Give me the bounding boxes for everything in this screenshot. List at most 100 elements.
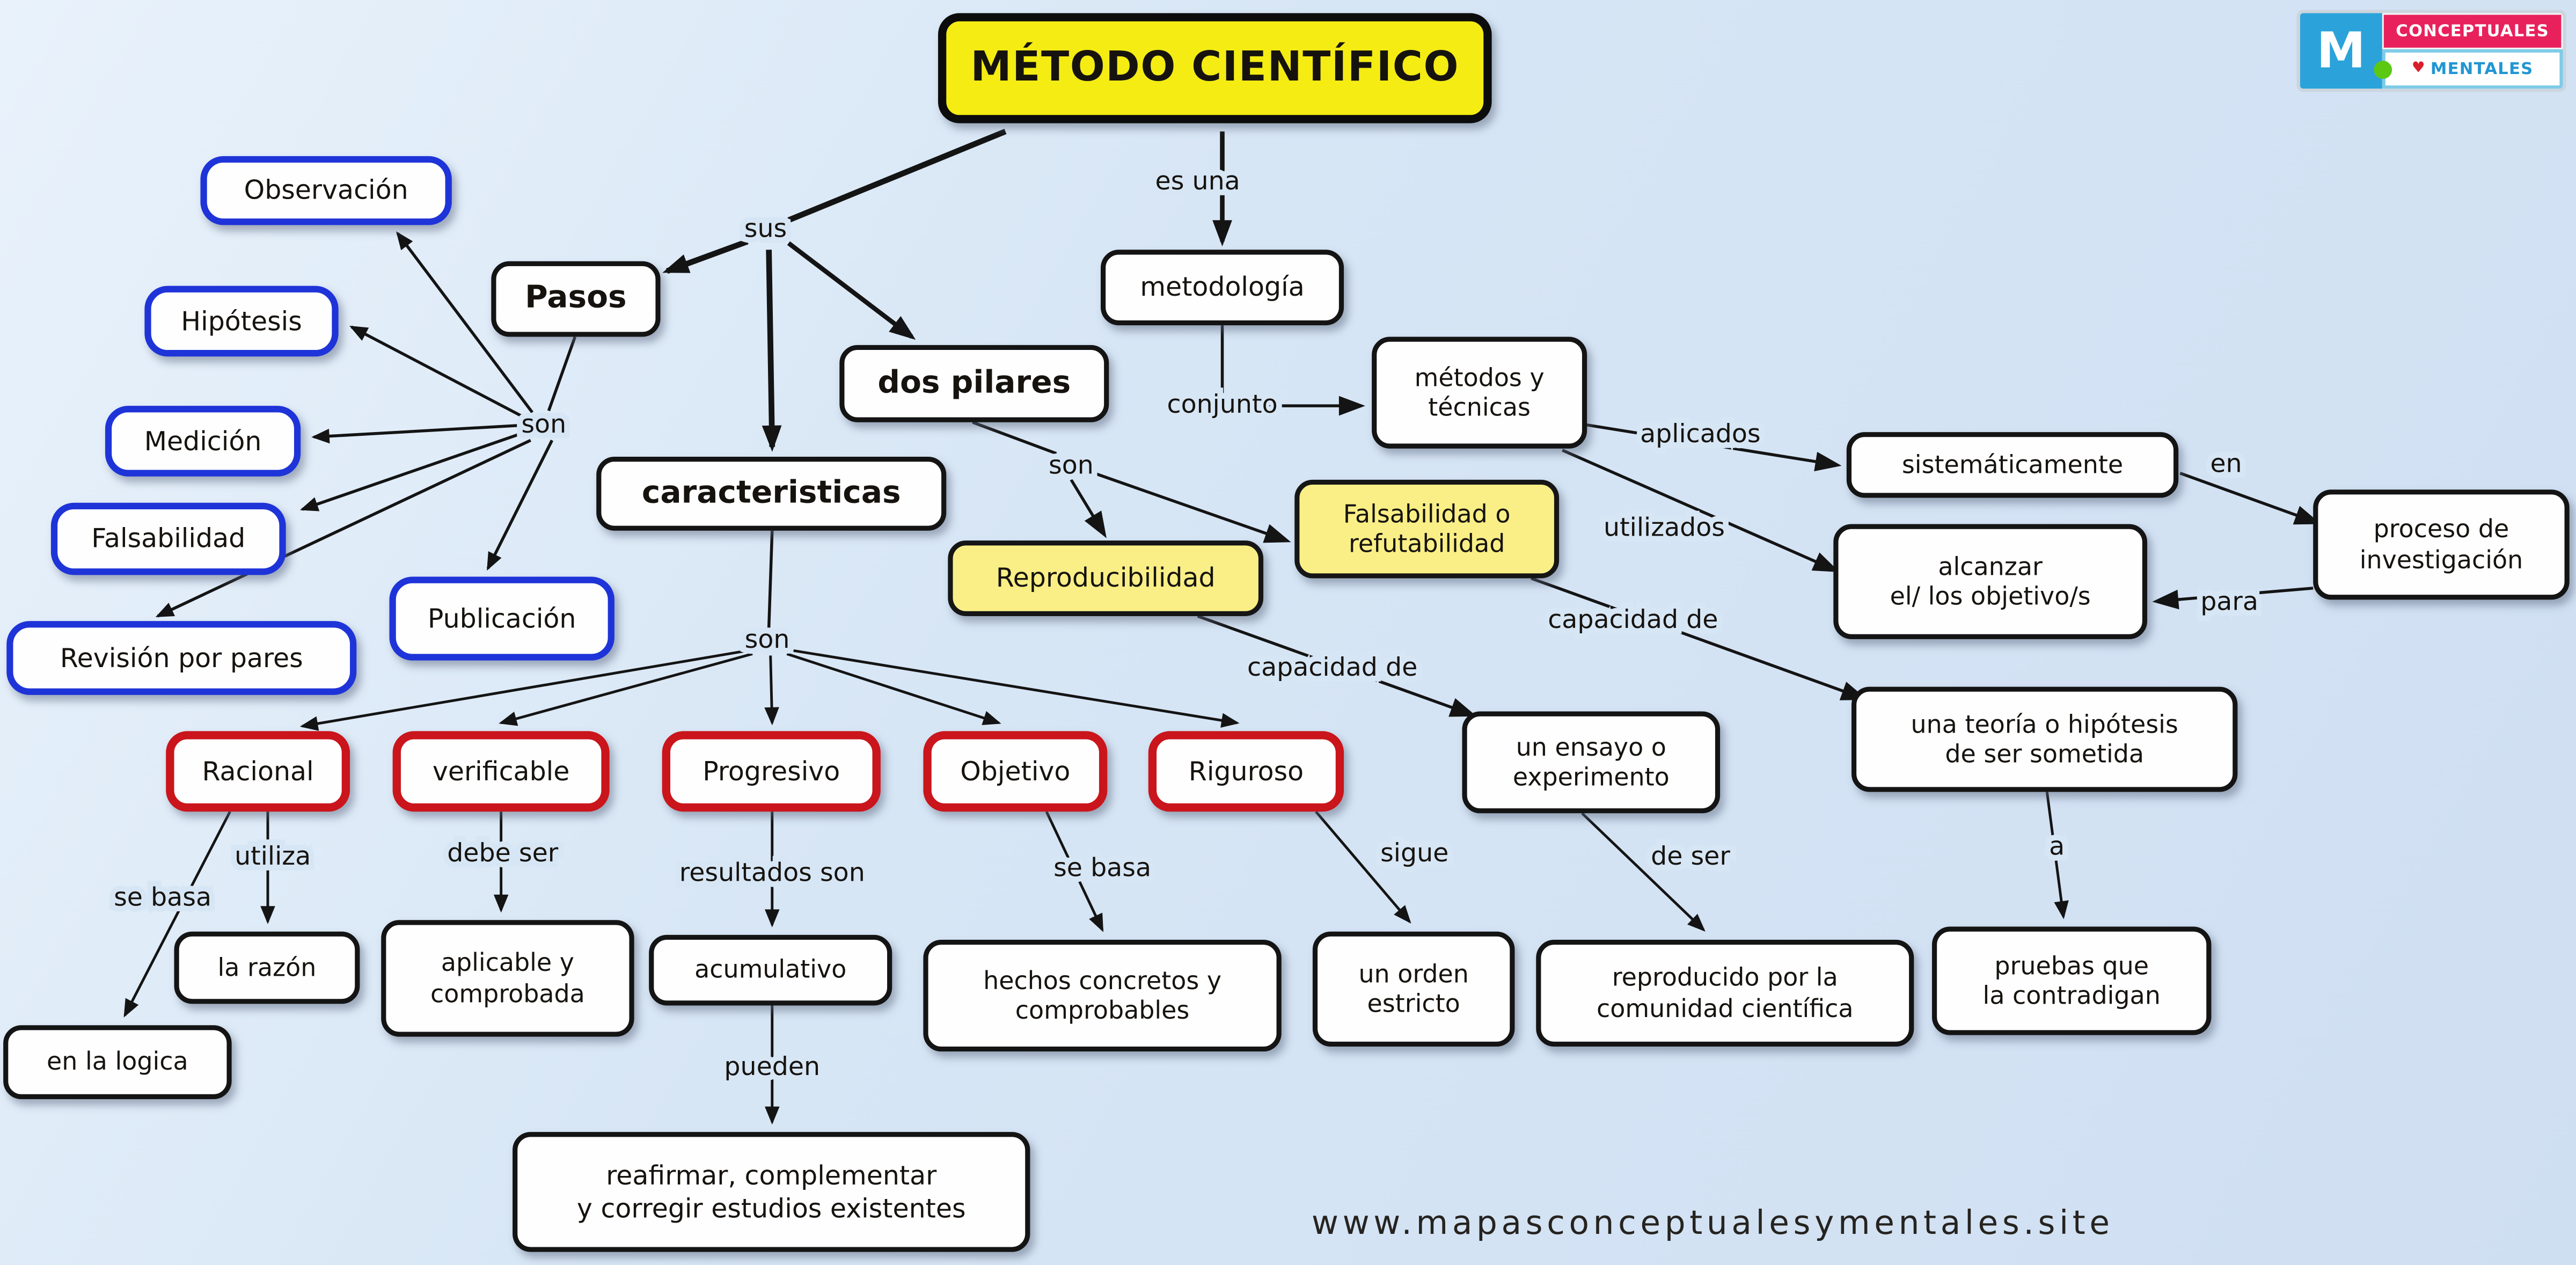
node-label: comprobada <box>430 978 585 1008</box>
node-label: Hipótesis <box>181 305 302 337</box>
node-progresivo: Progresivo <box>662 731 881 812</box>
edge-e_son_obs <box>396 231 534 414</box>
edge-e_title_sus <box>787 128 1007 223</box>
node-titulo: MÉTODO CIENTÍFICO <box>938 13 1492 123</box>
edge-label-e_pasos_son: son <box>521 410 566 439</box>
node-label: la contradigan <box>1982 981 2161 1011</box>
node-falsabilidad: Falsabilidad <box>50 502 286 575</box>
edge-e_carac_son3 <box>767 530 774 628</box>
edge-label-e_rac_logica: se basa <box>114 882 211 912</box>
node-label: de ser sometida <box>1945 739 2145 769</box>
node-label: la razón <box>217 953 317 983</box>
node-sistematicamente: sistemáticamente <box>1846 432 2179 498</box>
edge-e_son_rev <box>155 438 531 618</box>
edge-e_sus_carac <box>762 250 782 452</box>
edge-e_son_fals <box>299 432 522 511</box>
node-label: en la logica <box>47 1047 188 1077</box>
edge-e_son3_rig <box>793 649 1240 728</box>
edge-label-e_obj_hechos: se basa <box>1053 853 1151 882</box>
node-label: métodos y <box>1414 362 1545 392</box>
edge-e_met_conj <box>1220 325 1365 416</box>
edge-e_ens_repr <box>1581 812 1706 932</box>
node-label: hechos concretos y <box>983 966 1222 996</box>
edge-e_proc_para <box>2152 587 2314 610</box>
node-label: sistemáticamente <box>1901 450 2124 480</box>
node-label: investigación <box>2359 544 2523 574</box>
node-label: estricto <box>1367 989 1460 1019</box>
node-label: Falsabilidad o <box>1343 499 1511 529</box>
edge-e_met_util <box>1562 449 1840 572</box>
node-metodologia: metodología <box>1101 250 1344 326</box>
node-observacion: Observación <box>200 156 452 225</box>
node-label: un ensayo o <box>1516 732 1666 762</box>
node-label: Racional <box>202 755 314 787</box>
logo-green-dot-icon <box>2374 61 2392 79</box>
edge-e_son2_fals <box>1093 472 1291 543</box>
node-label: acumulativo <box>694 955 847 985</box>
edge-e_sist_en <box>2179 472 2321 525</box>
node-label: el/ los objetivo/s <box>1890 581 2091 611</box>
node-label: un orden <box>1358 959 1469 989</box>
edge-e_rac_logica <box>123 811 231 1018</box>
edge-label-e_met_conj: conjunto <box>1167 390 1277 419</box>
logo-m-icon: M <box>2300 13 2392 89</box>
edge-e_son_hip <box>349 325 525 419</box>
edge-e_teo_prue <box>2045 792 2069 919</box>
edge-e_son3_ver <box>499 653 753 726</box>
node-label: verificable <box>432 755 570 787</box>
site-logo: M CONCEPTUALES ♥ MENTALES <box>2296 10 2566 92</box>
node-label: pruebas que <box>1994 950 2149 981</box>
edge-label-e_ens_repr: de ser <box>1651 842 1730 871</box>
edge-e_son_pub <box>486 440 554 571</box>
logo-text-mentales: ♥ MENTALES <box>2382 49 2563 89</box>
edge-label-e_rig_orden: sigue <box>1380 838 1448 868</box>
node-label: Progresivo <box>702 755 840 787</box>
node-label: dos pilares <box>877 364 1071 401</box>
node-acumulativo: acumulativo <box>649 934 892 1006</box>
edge-e_son2_repro <box>1070 479 1107 538</box>
watermark-url: www.mapasconceptualesymentales.site <box>1311 1202 2114 1242</box>
node-revision: Revisión por pares <box>6 621 357 695</box>
logo-badges: CONCEPTUALES ♥ MENTALES <box>2382 13 2563 89</box>
edge-label-e_met_apl: aplicados <box>1640 419 1761 449</box>
node-label: aplicable y <box>441 948 574 978</box>
edge-e_sus_pilares <box>787 241 916 340</box>
edge-label-e_met_util: utilizados <box>1604 513 1725 543</box>
node-medicion: Medición <box>105 406 301 477</box>
node-label: metodología <box>1140 271 1305 303</box>
node-label: refutabilidad <box>1348 529 1505 559</box>
node-label: Medición <box>144 425 262 457</box>
node-en_la_logica: en la logica <box>3 1025 232 1099</box>
node-label: proceso de <box>2373 514 2509 544</box>
edge-label-e_teo_prue: a <box>2049 832 2065 861</box>
edge-e_met_apl <box>1580 422 1842 472</box>
node-reproducibilidad: Reproducibilidad <box>948 540 1264 616</box>
edge-e_son3_obj <box>786 653 1001 726</box>
node-label: alcanzar <box>1938 551 2043 581</box>
node-label: experimento <box>1512 762 1670 792</box>
edge-label-e_ver_apli: debe ser <box>447 838 559 868</box>
edge-e_son_med <box>311 424 518 444</box>
edge-label-e_repro_cap1: capacidad de <box>1247 653 1417 682</box>
node-publicacion: Publicación <box>389 576 614 661</box>
node-riguroso: Riguroso <box>1148 731 1344 812</box>
node-hipotesis: Hipótesis <box>144 286 339 357</box>
node-label: reproducido por la <box>1612 963 1838 993</box>
node-label: comprobables <box>1015 996 1190 1026</box>
node-label: técnicas <box>1428 392 1531 422</box>
node-dos_pilares: dos pilares <box>839 345 1109 422</box>
edge-e_obj_hechos <box>1045 811 1104 932</box>
node-label: Reproducibilidad <box>996 562 1216 594</box>
node-pasos: Pasos <box>491 261 661 337</box>
